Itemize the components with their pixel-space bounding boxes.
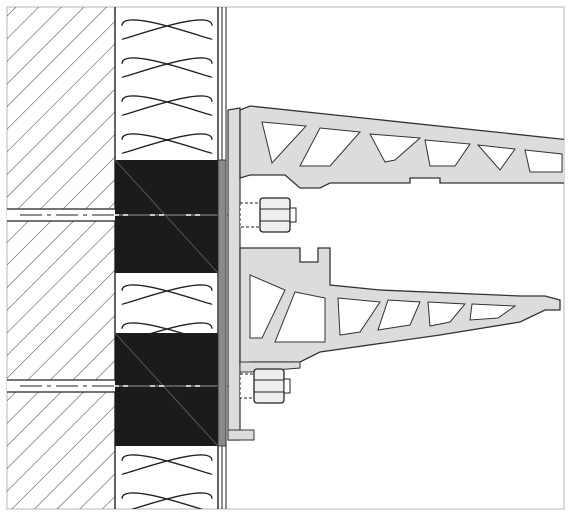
anchor-block-upper [114,159,219,274]
insulation-wool-bottom [121,454,213,509]
backplate-strip [217,159,227,447]
anchor-block-lower [114,332,219,447]
masonry-wall [7,7,116,509]
insulation-wool-middle [121,284,213,343]
insulation-wool-top [121,19,213,154]
bolt-nut-upper [239,197,297,233]
bracket-profile [227,105,564,441]
bolt-nut-lower [239,368,291,404]
anchor-rod-upper [7,208,240,222]
anchor-rod-lower [7,379,240,393]
